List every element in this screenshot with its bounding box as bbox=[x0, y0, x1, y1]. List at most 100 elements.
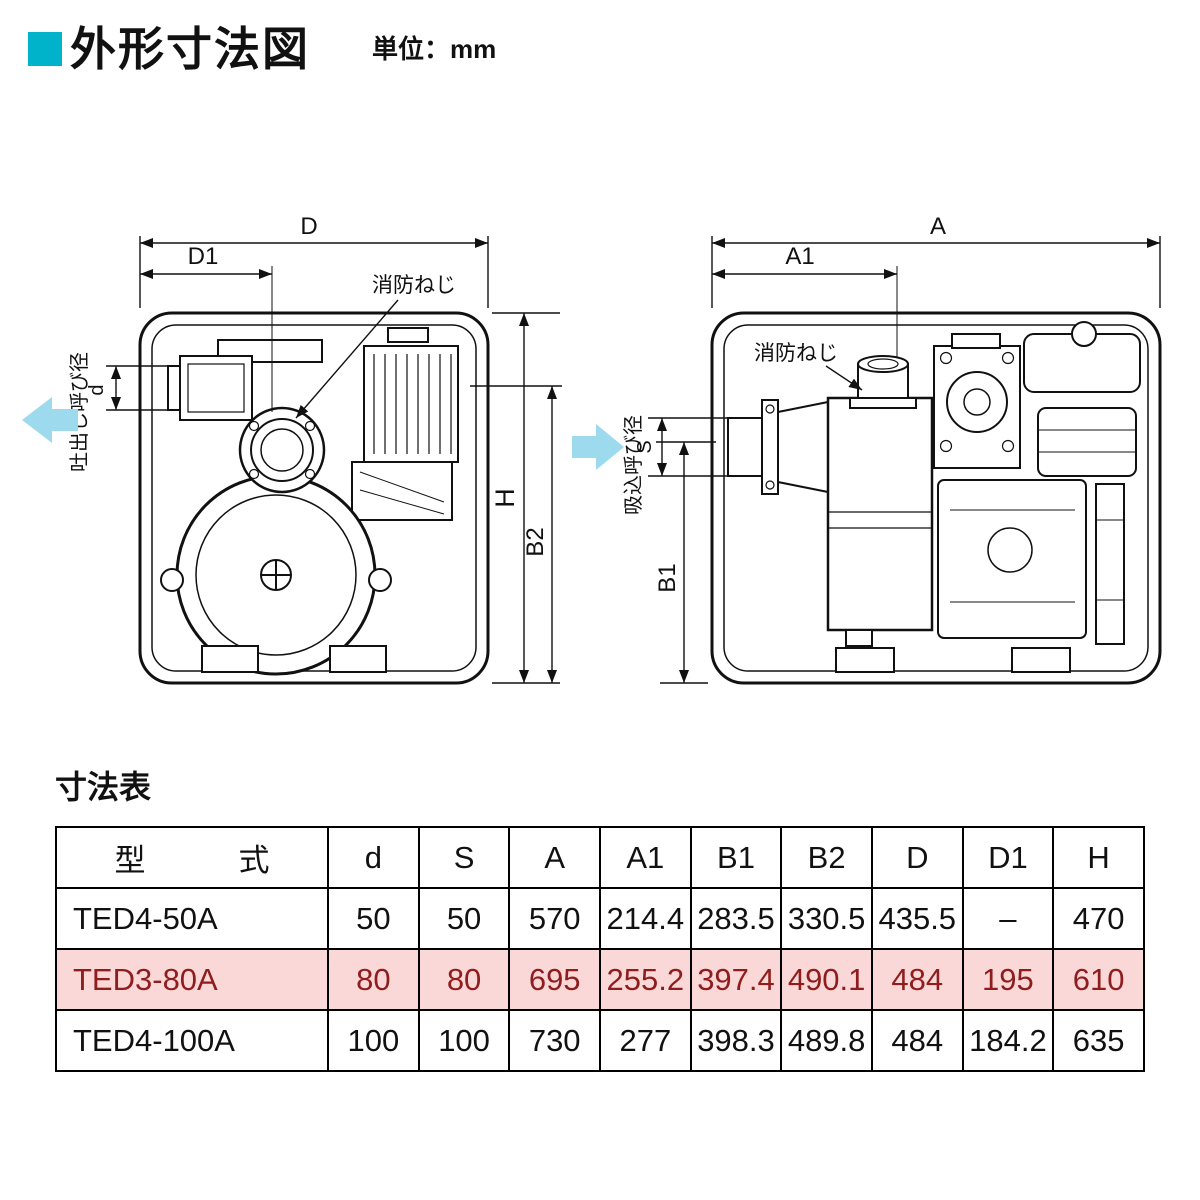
col-header-dd: D bbox=[870, 826, 964, 889]
left-engine-body bbox=[351, 461, 453, 521]
left-engine-grille bbox=[363, 345, 459, 463]
suction-direction-arrow-icon bbox=[572, 424, 624, 470]
dim-label-B1: B1 bbox=[654, 563, 681, 592]
left-coupling-bolt bbox=[248, 420, 260, 432]
col-header-b2: B2 bbox=[780, 826, 873, 889]
left-discharge-port-inner bbox=[187, 363, 245, 413]
dim-label-B2: B2 bbox=[522, 527, 549, 556]
pump-body-lines bbox=[828, 511, 932, 529]
cell-d1: – bbox=[961, 887, 1055, 950]
suction-pipe bbox=[727, 417, 765, 477]
crankcase-lines bbox=[950, 509, 1075, 603]
col-header-d1: D1 bbox=[961, 826, 1055, 889]
col-header-h: H bbox=[1052, 826, 1145, 889]
dimension-table: 型 式 d S A A1 B1 B2 D D1 H TED4-50A 50 50… bbox=[54, 826, 1145, 1072]
cell-d1: 184.2 bbox=[961, 1009, 1055, 1072]
page-title: 外形寸法図 bbox=[70, 23, 310, 75]
table-row: TED4-50A 50 50 570 214.4 283.5 330.5 435… bbox=[54, 887, 1145, 950]
dim-label-A1: A1 bbox=[785, 243, 814, 270]
left-fire-coupling-bore bbox=[260, 428, 304, 472]
left-coupling-bolt bbox=[248, 468, 260, 480]
dim-label-D1: D1 bbox=[188, 243, 219, 270]
cell-b1: 283.5 bbox=[689, 887, 783, 950]
dim-label-d: d bbox=[86, 384, 108, 395]
dim-label-A: A bbox=[930, 213, 946, 240]
cell-a1: 277 bbox=[599, 1009, 692, 1072]
left-discharge-stub bbox=[167, 365, 181, 411]
engine-head-cap bbox=[951, 333, 1001, 349]
left-foot bbox=[329, 645, 387, 673]
left-casing-plug bbox=[260, 559, 292, 591]
fuel-cap bbox=[1071, 321, 1097, 347]
cell-model: TED4-50A bbox=[54, 887, 330, 950]
engine-head-circle bbox=[946, 371, 1008, 433]
crankcase bbox=[937, 479, 1087, 639]
left-coupling-bolt bbox=[304, 468, 316, 480]
col-header-a1: A1 bbox=[599, 826, 692, 889]
table-title: 寸法表 bbox=[55, 769, 152, 805]
right-foot bbox=[1011, 647, 1071, 673]
dim-ext-A bbox=[711, 236, 1161, 308]
right-foot bbox=[835, 647, 895, 673]
engine-column-lines bbox=[1096, 519, 1124, 601]
left-view-dimensions bbox=[106, 236, 562, 684]
col-header-model: 型 式 bbox=[54, 826, 330, 889]
right-view-dimensions bbox=[648, 236, 1161, 684]
head-bolt bbox=[1001, 439, 1015, 453]
cell-b2: 330.5 bbox=[780, 887, 873, 950]
cell-a: 730 bbox=[508, 1009, 602, 1072]
dimension-diagram: D D1 消防ねじ 吐出し呼び径 d H B2 bbox=[0, 150, 1200, 735]
suction-adapter bbox=[777, 400, 829, 494]
discharge-direction-arrow-icon bbox=[22, 397, 78, 443]
cell-s: 50 bbox=[417, 887, 511, 950]
head-bolt bbox=[1001, 351, 1015, 365]
right-view-drawing bbox=[710, 311, 1162, 685]
cell-b1: 398.3 bbox=[689, 1009, 783, 1072]
callout-leader-right bbox=[825, 365, 863, 391]
left-casing-cross bbox=[262, 561, 290, 589]
dimension-diagram-svg: D D1 消防ねじ 吐出し呼び径 d H B2 bbox=[22, 213, 1162, 685]
engine-head-hub bbox=[963, 388, 991, 416]
cell-d: 100 bbox=[327, 1009, 420, 1072]
cell-h: 470 bbox=[1052, 887, 1145, 950]
cell-dd: 484 bbox=[870, 948, 964, 1011]
cell-b2: 489.8 bbox=[780, 1009, 873, 1072]
right-fire-coupling-top bbox=[857, 355, 909, 373]
muffler-lines bbox=[1038, 429, 1136, 453]
dim-ext-S bbox=[648, 417, 728, 477]
cell-s: 80 bbox=[417, 948, 511, 1011]
head-bolt bbox=[939, 439, 953, 453]
flange-bolt bbox=[765, 480, 775, 490]
muffler bbox=[1037, 407, 1137, 477]
cell-s: 100 bbox=[417, 1009, 511, 1072]
page-header: 外形寸法図 単位：mm bbox=[28, 26, 496, 72]
right-frame bbox=[710, 311, 1162, 685]
cell-a: 570 bbox=[508, 887, 602, 950]
unit-label: 単位：mm bbox=[372, 34, 497, 64]
right-frame-inner bbox=[723, 324, 1149, 672]
cell-d1: 195 bbox=[961, 948, 1055, 1011]
table-row: TED4-100A 100 100 730 277 398.3 489.8 48… bbox=[54, 1009, 1145, 1072]
cell-a1: 214.4 bbox=[599, 887, 692, 950]
left-fire-coupling-mid bbox=[250, 418, 314, 482]
flange-bolt bbox=[765, 404, 775, 414]
col-header-b1: B1 bbox=[689, 826, 783, 889]
suction-bore-label: 吸込呼び径 bbox=[622, 415, 645, 515]
dim-label-S: S bbox=[634, 440, 656, 453]
col-header-a: A bbox=[508, 826, 602, 889]
left-coupling-bolt bbox=[304, 420, 316, 432]
cell-a: 695 bbox=[508, 948, 602, 1011]
crankcase-boss bbox=[987, 527, 1033, 573]
table-header-row: 型 式 d S A A1 B1 B2 D D1 H bbox=[54, 826, 1145, 889]
cell-model: TED3-80A bbox=[54, 948, 330, 1011]
col-header-s: S bbox=[417, 826, 511, 889]
left-frame bbox=[138, 311, 490, 685]
left-engine-detail bbox=[359, 471, 445, 515]
cell-h: 635 bbox=[1052, 1009, 1145, 1072]
cell-h: 610 bbox=[1052, 948, 1145, 1011]
cell-dd: 484 bbox=[870, 1009, 964, 1072]
cell-b2: 490.1 bbox=[780, 948, 873, 1011]
cell-dd: 435.5 bbox=[870, 887, 964, 950]
left-casing-knob-right bbox=[368, 568, 392, 592]
dimension-table-section: 寸法表 型 式 d S A A1 B1 B2 D D1 H TED bbox=[54, 762, 1145, 1072]
